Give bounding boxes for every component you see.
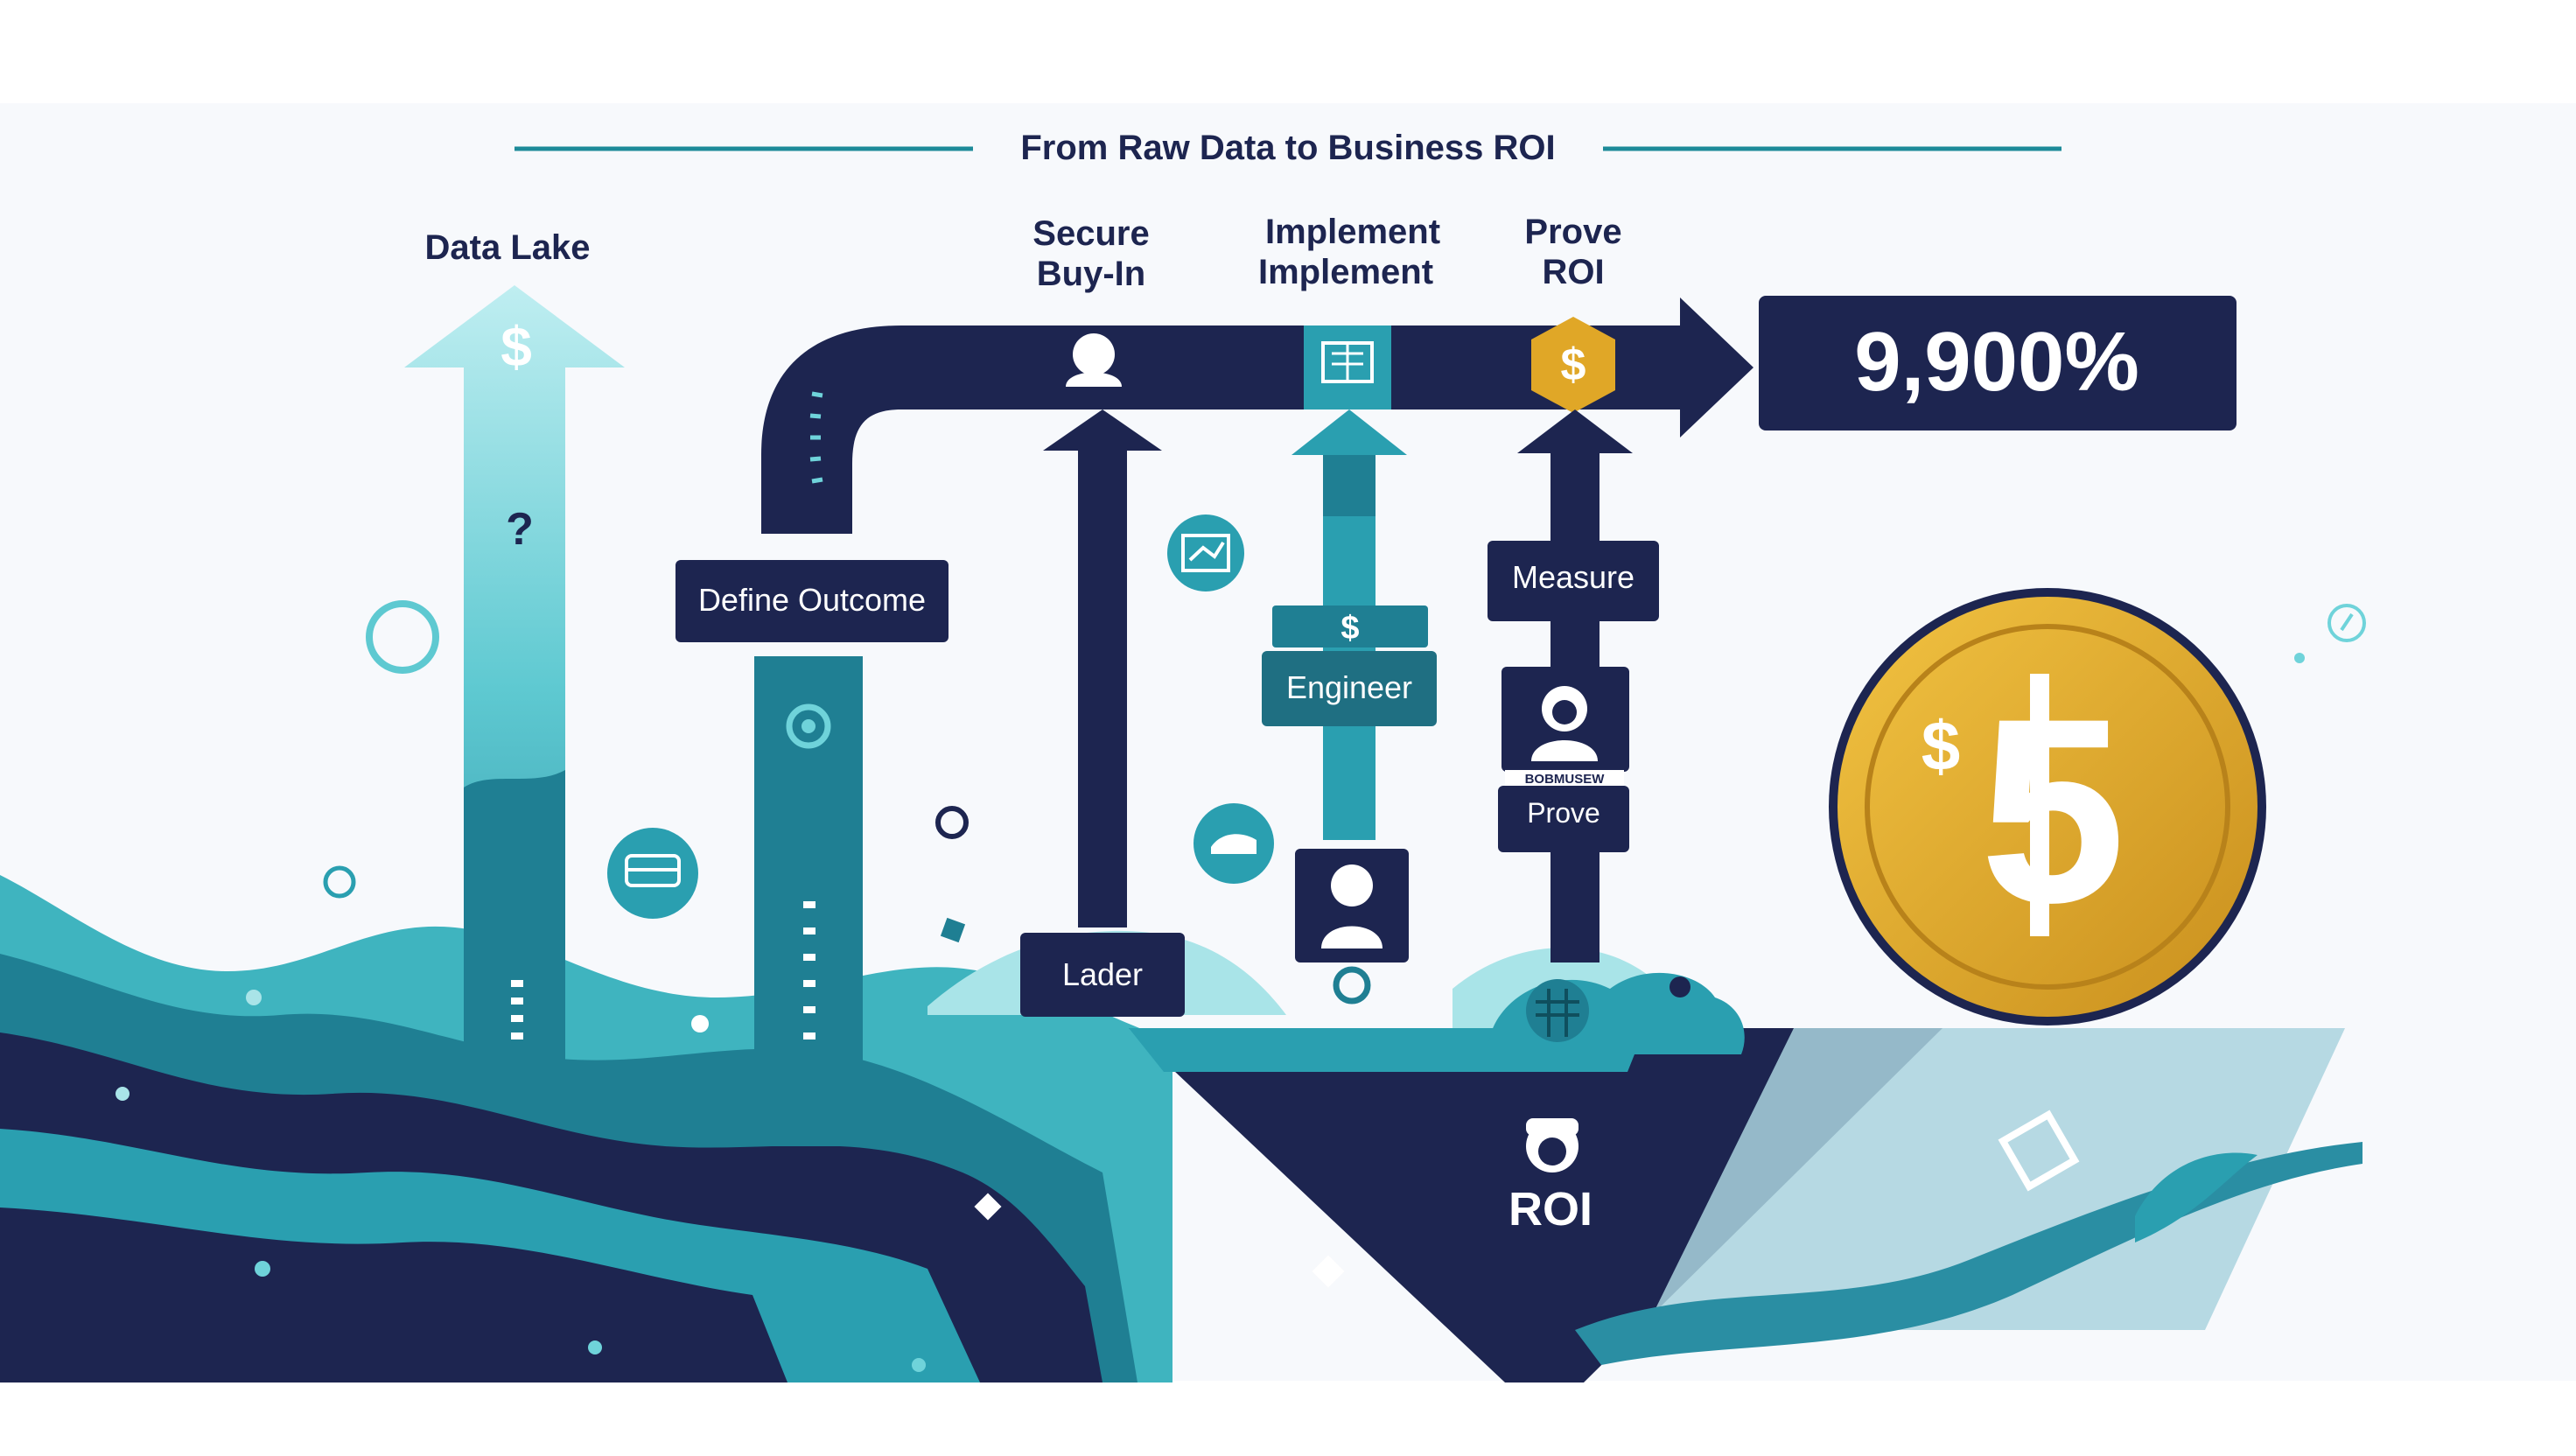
engineer-box <box>1262 651 1437 726</box>
bus-badge-icon <box>607 828 698 919</box>
result-box <box>1759 296 2236 430</box>
blueprint-icon <box>1304 326 1391 410</box>
engineer-tab <box>1272 606 1428 648</box>
pipe-ticks <box>809 391 823 484</box>
data-lake-ticks <box>511 980 523 1040</box>
data-lake-arrow-shade <box>464 770 565 1094</box>
pillar-ticks <box>803 901 816 1040</box>
leader-box <box>1020 933 1185 1017</box>
hub-dot <box>1670 976 1690 998</box>
prove-person-icon <box>1531 686 1598 761</box>
prove-label: Prove <box>1527 797 1600 829</box>
stage-label-roi: ROI <box>1542 253 1604 291</box>
coin-small-dollar: $ <box>1922 707 1961 785</box>
engineer-label: Engineer <box>1286 669 1412 705</box>
stage-label-data-lake: Data Lake <box>425 228 591 267</box>
main-pipe <box>761 298 1754 534</box>
implement-arrow-top <box>1323 455 1376 516</box>
person-icon-buy-in <box>1066 333 1122 387</box>
data-lake-arrow <box>404 285 625 1094</box>
badge-strip <box>1505 770 1624 786</box>
roi-label: ROI <box>1508 1183 1592 1236</box>
page-title: From Raw Data to Business ROI <box>1020 129 1555 167</box>
measure-box <box>1488 541 1659 621</box>
prove-box <box>1498 786 1629 852</box>
engineer-ring <box>1333 966 1371 1004</box>
leader-label: Lader <box>1062 956 1143 992</box>
shoe-badge-icon <box>1194 803 1274 884</box>
coin-large-symbol: 5 <box>1980 663 2126 957</box>
sail-icon <box>2135 1152 2258 1242</box>
bubble-ring-tiny <box>323 865 356 899</box>
stage-label-prove: Prove <box>1524 213 1621 251</box>
engineer-tab-dollar: $ <box>1340 610 1359 647</box>
roi-funnel <box>1129 1028 1942 1382</box>
chart-badge-icon <box>1167 514 1244 592</box>
badge-strip-label: BOBMUSEW <box>1525 772 1606 787</box>
target-icon-center <box>802 719 816 733</box>
roi-person-icon <box>1526 1118 1578 1172</box>
define-outcome-box <box>676 560 948 642</box>
shield-dollar: $ <box>1561 340 1586 390</box>
brain-icon <box>1526 979 1589 1042</box>
target-icon <box>786 704 831 749</box>
diamond-outline-icon <box>1998 1110 2080 1192</box>
glass-funnel <box>1645 1028 2345 1330</box>
buy-in-arrow <box>1043 410 1162 928</box>
dollar-icon: $ <box>500 315 532 378</box>
dot-decoration <box>2294 653 2305 663</box>
define-outcome-label: Define Outcome <box>698 582 926 618</box>
bubble-ring-large <box>366 600 439 674</box>
bubble-ring-small <box>935 806 969 839</box>
gold-dollar-shield-icon <box>1531 317 1615 413</box>
measure-label: Measure <box>1512 559 1634 595</box>
stage-label-implement-1: Implement <box>1265 213 1440 251</box>
paperclip-icon <box>2328 604 2366 642</box>
result-value: 9,900% <box>1854 315 2139 409</box>
coin-dollar-bar <box>2030 674 2049 936</box>
question-icon: ? <box>506 504 534 555</box>
stage-label-buy-in: Buy-In <box>1037 255 1145 293</box>
confetti-square <box>940 917 966 943</box>
stage-label-secure: Secure <box>1032 214 1149 253</box>
stage-label-implement-2: Implement <box>1258 253 1433 291</box>
engineer-person-icon <box>1321 864 1382 948</box>
